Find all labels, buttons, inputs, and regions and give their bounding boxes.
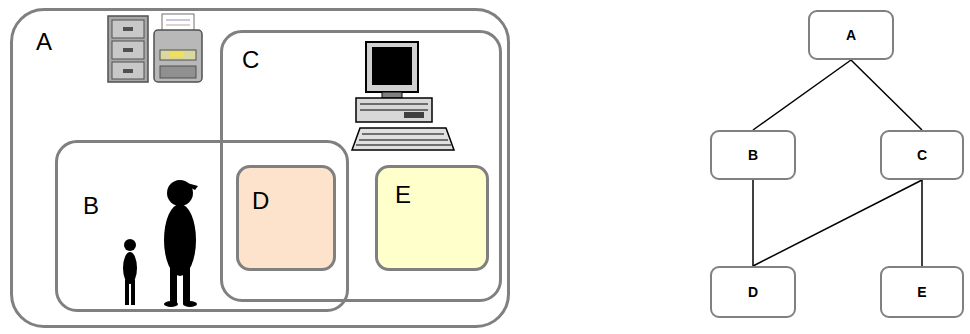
tree-node: A — [808, 10, 894, 60]
sub-region: E — [375, 165, 489, 271]
tree-node: C — [880, 130, 964, 180]
node-label: C — [917, 147, 927, 163]
tree-connector — [851, 60, 922, 130]
tree-connector — [752, 180, 754, 266]
tree-connector — [753, 60, 851, 130]
adult-figure — [164, 180, 198, 307]
tree-connector — [921, 180, 923, 266]
node-label: D — [748, 284, 758, 300]
computer-icon — [352, 42, 454, 150]
node-label: E — [395, 183, 411, 207]
node-label: A — [846, 27, 856, 43]
child-figure — [123, 239, 137, 305]
node-label: E — [917, 284, 926, 300]
tree-node: E — [880, 266, 964, 318]
node-label: B — [748, 147, 758, 163]
printer-icon — [154, 14, 202, 82]
node-label: B — [83, 194, 99, 218]
filing-cabinet-icon — [108, 16, 148, 82]
tree-connector — [753, 180, 922, 266]
node-label: D — [252, 189, 269, 213]
outer-region: A B C D E — [10, 8, 510, 328]
overlap-region: D — [236, 165, 336, 271]
node-label: C — [242, 48, 259, 72]
tree-node: B — [710, 130, 796, 180]
computer-region: C D E — [220, 30, 502, 302]
tree-node: D — [710, 266, 796, 318]
node-label: A — [36, 30, 52, 54]
